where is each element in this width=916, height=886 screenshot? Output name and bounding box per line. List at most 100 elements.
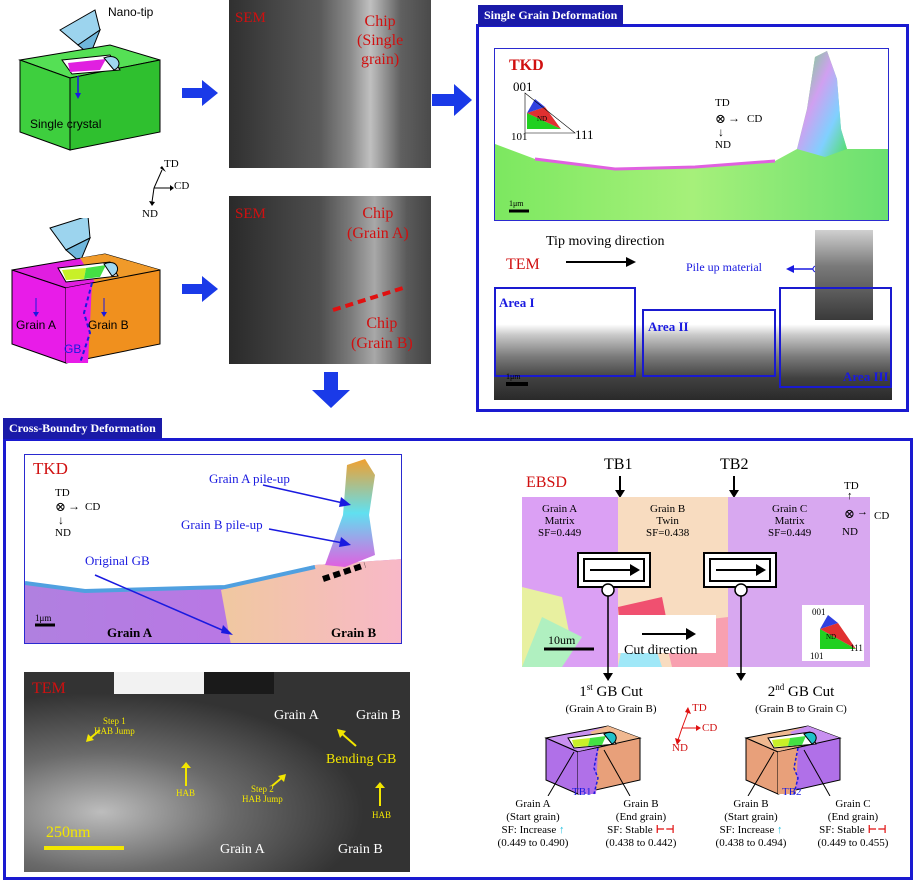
grain-b-name: Grain B xyxy=(650,503,686,515)
hab-jump1-text: HAB Jump xyxy=(94,726,135,736)
sem-tag: SEM xyxy=(235,206,266,222)
tkd-tag: TKD xyxy=(33,459,68,478)
axis-td: TD xyxy=(715,97,730,109)
axis-nd: ND xyxy=(715,139,731,151)
arrow-right-small-icon: → xyxy=(728,111,740,125)
arrow-down-icon xyxy=(728,476,740,503)
cut1-title-pre: 1 xyxy=(579,684,587,700)
step2-text: Step 2 xyxy=(251,784,274,794)
cut2-grain-c-details: Grain C (End grain) SF: Stable ⊢⊣ (0.449… xyxy=(798,798,908,850)
tkd-single-map: TKD 001 101 111 ND TD ⊗ → CD ↓ ND 1μm xyxy=(494,48,889,221)
cut-direction-label: Cut direction xyxy=(624,643,698,658)
sem-tag: SEM xyxy=(235,10,266,26)
cross-boundary-panel xyxy=(3,438,913,880)
arrow-right-small-icon: → xyxy=(857,506,868,518)
cut2-title-pre: 2 xyxy=(767,684,776,700)
cut1-sub: (Grain A to Grain B) xyxy=(565,703,657,715)
chip-a-label: Chip (Grain A) xyxy=(347,204,409,244)
grain-a-label: Grain A xyxy=(107,625,153,640)
single-grain-panel xyxy=(476,24,909,412)
arrow-right-icon xyxy=(182,78,220,113)
grain-b-label: Grain B xyxy=(331,625,377,640)
scale-tem-label: 250nm xyxy=(46,824,91,841)
tkd-single-map-drawing xyxy=(495,51,888,220)
grain-c-type: Matrix xyxy=(774,515,805,527)
axis-cd: CD xyxy=(702,722,718,734)
ebsd-map-drawing xyxy=(522,497,870,667)
axes-triad-left: TD CD ND xyxy=(140,158,200,220)
step1-label: Step 1 HAB Jump xyxy=(94,716,135,736)
stable-bar-icon: ⊢⊣ xyxy=(867,824,887,836)
cut2-grain-c-name: Grain C xyxy=(835,798,871,810)
axis-td: TD xyxy=(692,702,707,714)
chip-a-sub-text: (Grain A) xyxy=(347,225,409,242)
cross-boundary-title: Cross-Boundry Deformation xyxy=(3,418,162,439)
tem-grain-b-bottom: Grain B xyxy=(338,842,383,857)
hab-jump2-text: HAB Jump xyxy=(242,794,283,804)
cut1-grain-a-sf: SF: Increase xyxy=(501,824,557,836)
chip-sub-text: (Single xyxy=(357,32,404,49)
tb2-label: TB2 xyxy=(720,456,749,473)
yellow-arrow-icon xyxy=(181,762,191,786)
yellow-arrow-icon xyxy=(86,729,101,742)
hab1-label: HAB xyxy=(176,788,196,798)
grain-c-name: Grain C xyxy=(772,503,808,515)
arrow-down-icon xyxy=(735,667,747,686)
bicrystal-block-drawing xyxy=(11,215,161,364)
scale-bar-2 xyxy=(506,382,528,386)
tkd-tag: TKD xyxy=(509,57,544,74)
cut2-sub: (Grain B to Grain C) xyxy=(755,703,847,715)
increase-arrow-icon: ↑ xyxy=(558,824,565,836)
nano-tip-label: Nano-tip xyxy=(108,5,154,19)
scale-tem-bar xyxy=(44,846,124,850)
bending-gb-label: Bending GB xyxy=(326,752,397,767)
ipf-111: 111 xyxy=(850,643,863,653)
chip-b-text: Chip xyxy=(366,315,398,332)
scale-bar-label: 1μm xyxy=(35,613,52,623)
cut2-title-post: GB Cut xyxy=(784,684,835,700)
cross-circle-icon: ⊗ xyxy=(844,506,855,521)
single-crystal-label: Single crystal xyxy=(30,117,102,131)
area-2-label: Area II xyxy=(648,319,689,334)
cut2-grain-b-name: Grain B xyxy=(733,798,769,810)
axis-nd: ND xyxy=(842,526,858,538)
tem-dark-top-block xyxy=(204,672,274,694)
tem-grain-b-top: Grain B xyxy=(356,708,401,723)
grain-b-pileup-label: Grain B pile-up xyxy=(181,517,263,532)
tb1-label: TB1 xyxy=(604,456,633,473)
ipf-nd: ND xyxy=(826,633,837,641)
arrow-down-icon xyxy=(602,667,614,686)
grain-b-type: Twin xyxy=(656,515,679,527)
area-3-box: Area III xyxy=(779,287,892,388)
axis-nd: ND xyxy=(672,742,688,754)
scale-bar-2-label: 1μm xyxy=(506,372,521,381)
cross-circle-icon: ⊗ xyxy=(55,499,66,514)
pile-up-label: Pile up material xyxy=(686,260,762,274)
grain-c-info: Grain C Matrix SF=0.449 xyxy=(768,503,811,539)
tem-pile-image xyxy=(815,230,873,320)
cut2-title-sup: nd xyxy=(775,682,785,692)
axis-td: TD xyxy=(164,158,179,170)
cut1-grain-a-sf-row: SF: Increase ↑ xyxy=(478,824,588,837)
cut2-grain-b-role: (Start grain) xyxy=(724,811,778,823)
grain-a-label: Grain A xyxy=(16,318,57,332)
original-gb-label: Original GB xyxy=(85,553,150,568)
cut1-title-post: GB Cut xyxy=(592,684,643,700)
single-crystal-block-drawing xyxy=(18,9,161,151)
sem-image-bicrystal: SEM Chip (Grain A) Chip (Grain B) xyxy=(229,196,431,364)
tkd-cross-map-drawing xyxy=(25,459,401,643)
chip-label: Chip (Single grain) xyxy=(357,12,403,69)
tip-moving-label: Tip moving direction xyxy=(546,234,665,249)
arrow-down-small-icon: ↓ xyxy=(718,125,724,139)
cut2-grain-c-role: (End grain) xyxy=(827,811,879,823)
cut2-block xyxy=(740,718,850,801)
ipf-001: 001 xyxy=(812,607,826,617)
yellow-arrow-icon xyxy=(337,729,357,747)
axis-td: TD xyxy=(844,480,859,492)
axis-cd: CD xyxy=(747,113,763,125)
cross-circle-icon: ⊗ xyxy=(715,111,726,126)
cut1-grain-b-sf: SF: Stable xyxy=(607,824,653,836)
cut1-grain-b-sf-row: SF: Stable ⊢⊣ xyxy=(586,824,696,837)
scale-bar-label: 1μm xyxy=(509,199,524,208)
cut1-title-sup: st xyxy=(586,682,593,692)
